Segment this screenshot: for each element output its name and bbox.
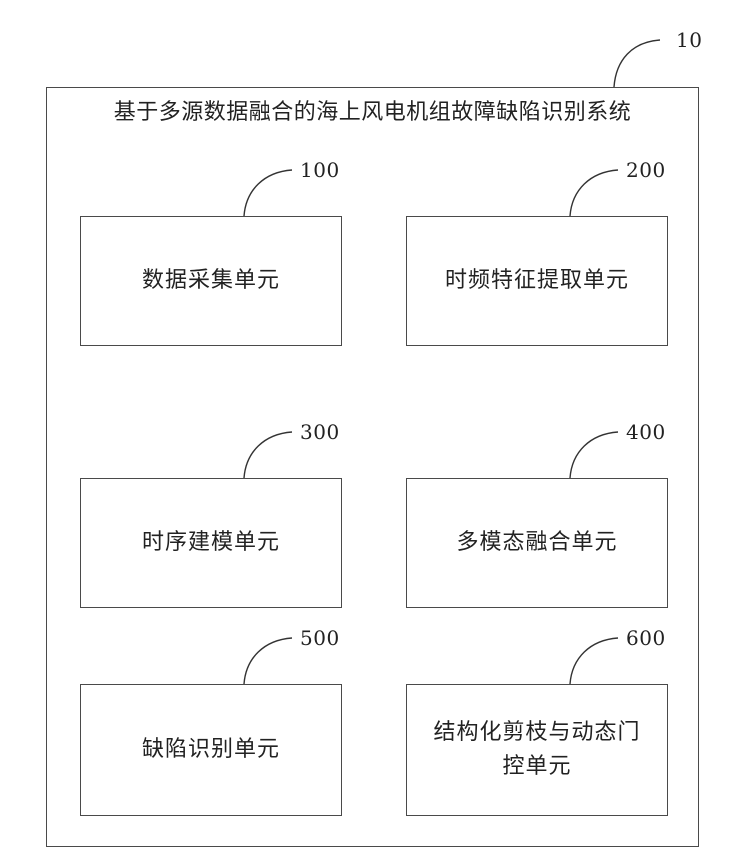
unit-pruning-dynamic-gating: 结构化剪枝与动态门控单元 bbox=[406, 684, 668, 816]
system-ref-number: 10 bbox=[676, 28, 702, 52]
unit-defect-recognition: 缺陷识别单元 bbox=[80, 684, 342, 816]
leader-line-system bbox=[614, 40, 660, 87]
system-title: 基于多源数据融合的海上风电机组故障缺陷识别系统 bbox=[46, 94, 699, 126]
unit-label: 时频特征提取单元 bbox=[445, 264, 629, 298]
unit-ref-600: 600 bbox=[626, 626, 666, 650]
unit-data-acquisition: 数据采集单元 bbox=[80, 216, 342, 346]
unit-ref-200: 200 bbox=[626, 158, 666, 182]
unit-label: 多模态融合单元 bbox=[456, 526, 617, 560]
unit-ref-300: 300 bbox=[300, 420, 340, 444]
unit-label: 时序建模单元 bbox=[142, 526, 280, 560]
unit-label: 缺陷识别单元 bbox=[142, 733, 280, 767]
unit-label: 数据采集单元 bbox=[142, 264, 280, 298]
unit-temporal-modeling: 时序建模单元 bbox=[80, 478, 342, 608]
unit-time-frequency-feature: 时频特征提取单元 bbox=[406, 216, 668, 346]
unit-multimodal-fusion: 多模态融合单元 bbox=[406, 478, 668, 608]
unit-ref-400: 400 bbox=[626, 420, 666, 444]
unit-ref-100: 100 bbox=[300, 158, 340, 182]
unit-label: 结构化剪枝与动态门控单元 bbox=[425, 716, 649, 784]
unit-ref-500: 500 bbox=[300, 626, 340, 650]
